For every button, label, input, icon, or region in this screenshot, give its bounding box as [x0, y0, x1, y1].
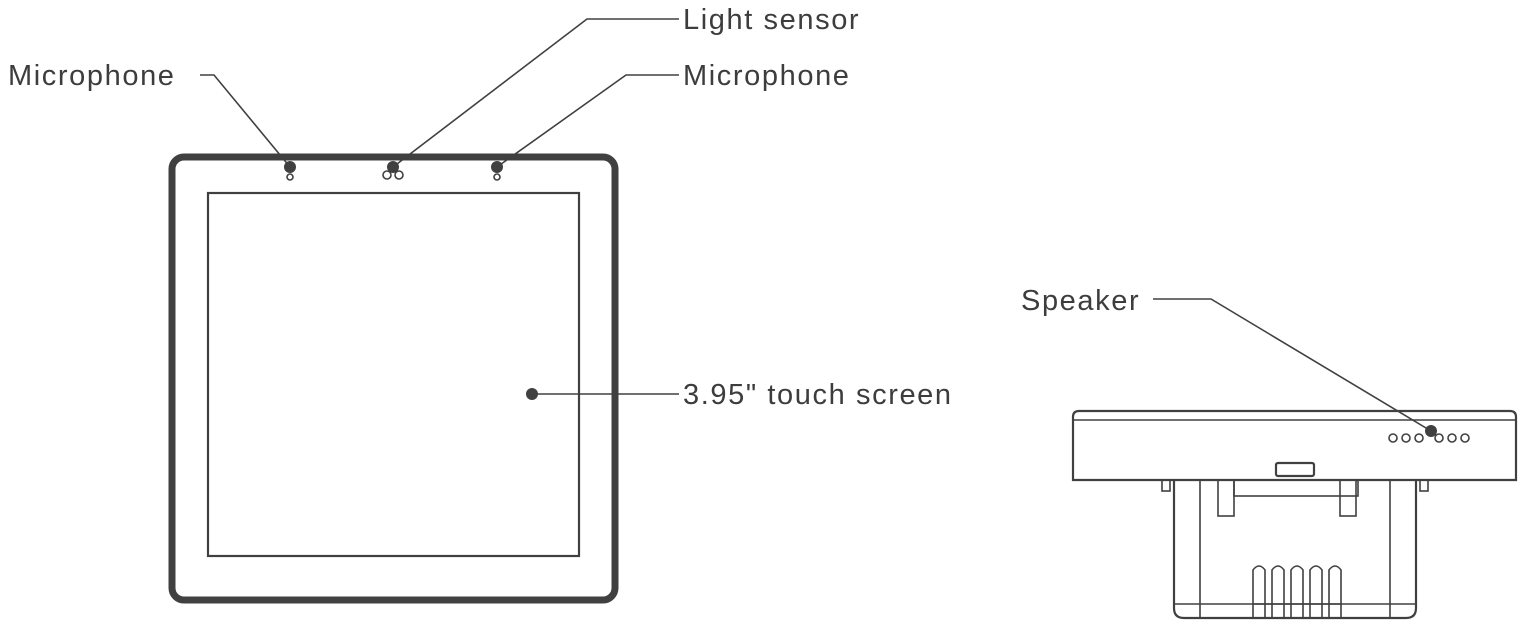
back-box-outline — [1172, 480, 1418, 620]
leader-microphone-right — [496, 74, 679, 168]
speaker-holes — [1388, 433, 1470, 443]
label-microphone-right: Microphone — [683, 60, 851, 92]
left-microphone-hole — [284, 161, 296, 181]
label-light-sensor: Light sensor — [683, 4, 860, 36]
light-sensor-hole — [382, 161, 404, 180]
label-touch-screen: 3.95" touch screen — [683, 379, 953, 411]
front-view: Microphone Light sensor Microphone 3.95"… — [8, 4, 953, 604]
side-panel-outline — [1071, 409, 1518, 482]
front-panel-outline — [168, 153, 619, 604]
label-speaker: Speaker — [1021, 285, 1140, 317]
side-view: Speaker — [1021, 285, 1518, 620]
leader-light-sensor — [392, 18, 679, 168]
leader-microphone-left — [200, 74, 291, 168]
touch-screen-area — [206, 191, 581, 558]
terminal-fins — [1252, 565, 1342, 618]
side-clip — [1274, 461, 1316, 478]
label-microphone-left: Microphone — [8, 60, 176, 92]
leader-speaker — [1153, 298, 1432, 432]
